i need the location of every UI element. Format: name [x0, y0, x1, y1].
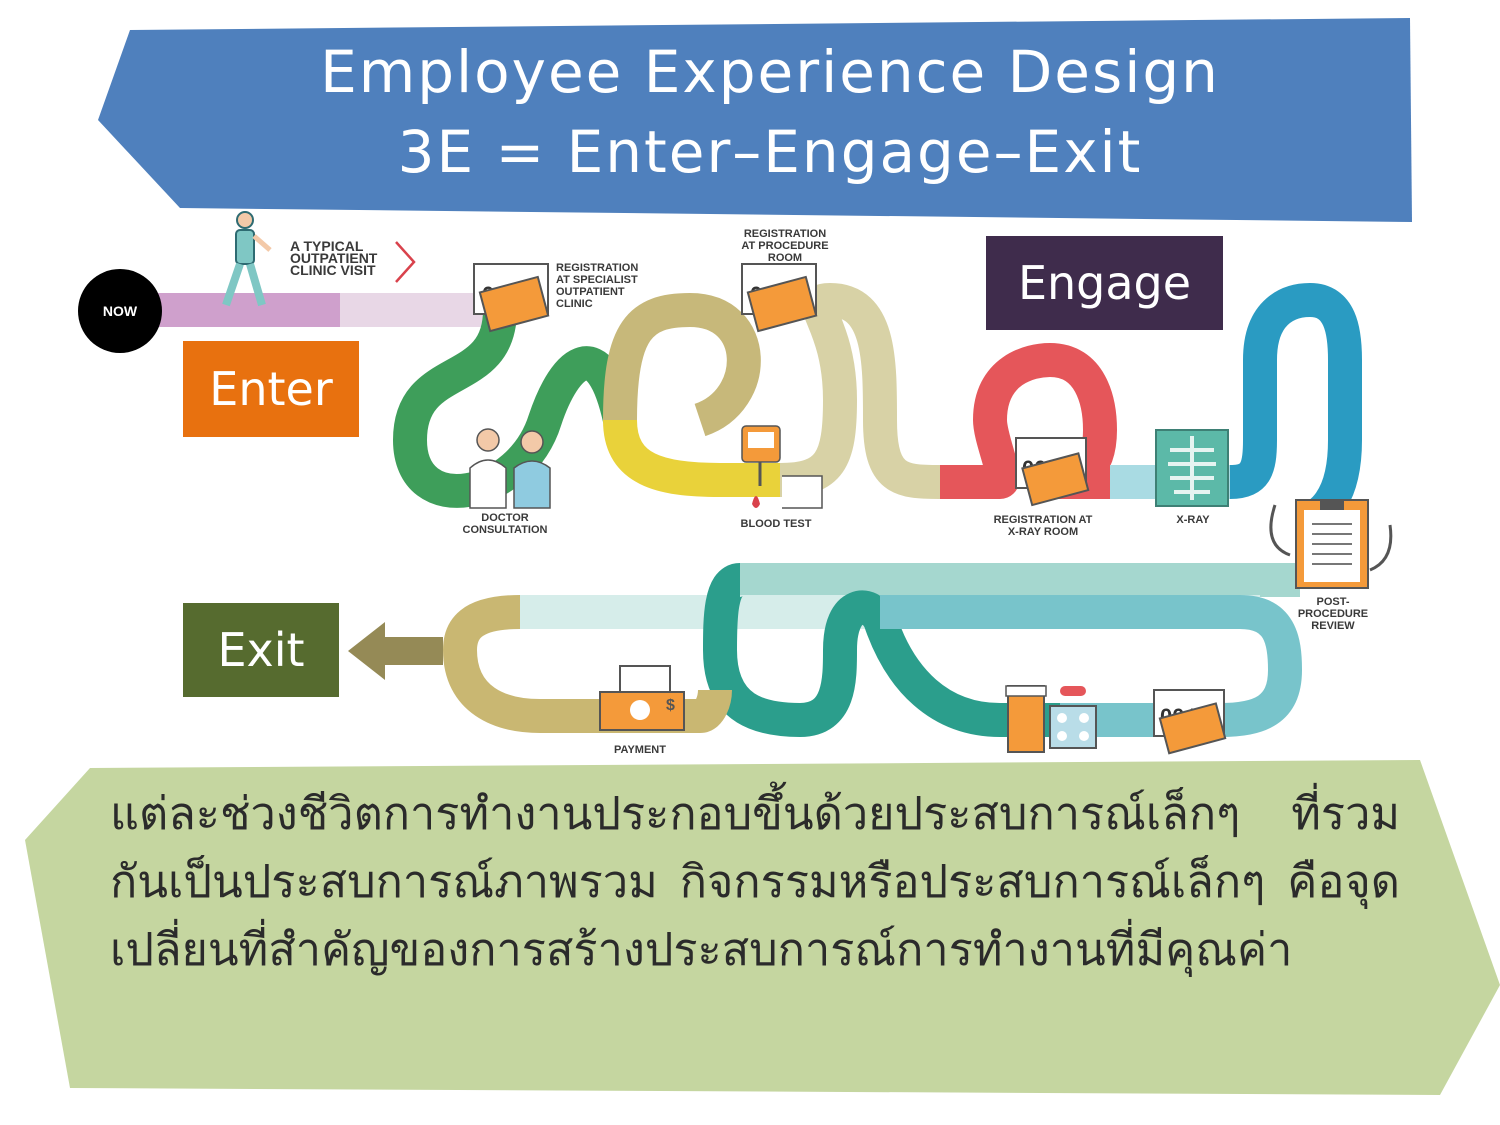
now-badge-text: NOW	[103, 303, 138, 319]
step-label-xray: X-RAY	[1176, 514, 1210, 526]
x-ray-icon	[1155, 429, 1229, 507]
step-label-post-procedure-review: POST- PROCEDURE REVIEW	[1297, 596, 1369, 632]
path-segment-green	[393, 308, 637, 508]
blood-test-icon	[741, 425, 823, 509]
payment-icon: $	[599, 665, 685, 731]
exit-arrow	[348, 622, 443, 680]
stage-engage: Engage	[986, 236, 1223, 330]
step-label-payment: PAYMENT	[614, 744, 666, 756]
journey-intro-label: A TYPICAL OUTPATIENT CLINIC VISIT	[290, 238, 378, 278]
clipboard-icon	[1295, 499, 1369, 589]
path-segment-teal-s	[703, 563, 1060, 737]
description-text: แต่ละช่วงชีวิตการทำงานประกอบขึ้นด้วยประส…	[110, 787, 1400, 976]
queue-ticket-icon: 002	[741, 263, 818, 333]
queue-ticket-icon: 003	[1015, 437, 1090, 507]
now-badge	[78, 269, 162, 353]
path-segment-tan-loop	[779, 283, 941, 499]
stage-enter: Enter	[183, 341, 359, 437]
title-line-1: Employee Experience Design	[320, 38, 1220, 106]
step-label-blood-test: BLOOD TEST	[740, 518, 812, 530]
queue-ticket-icon: 001	[473, 263, 550, 333]
path-segment-blue-loop	[1229, 283, 1362, 537]
step-label-doctor-consultation: DOCTOR CONSULTATION	[462, 512, 548, 536]
title-banner	[98, 18, 1412, 222]
path-segment-olive-loop	[603, 293, 761, 437]
path-segment-olive-exit	[443, 595, 732, 733]
step-label-registration-specialist: REGISTRATION AT SPECIALIST OUTPATIENT CL…	[556, 262, 639, 310]
title-line-2: 3E = Enter–Engage–Exit	[397, 118, 1143, 186]
queue-ticket-icon: 004	[1153, 689, 1227, 755]
description-banner	[25, 760, 1500, 1095]
step-label-registration-procedure: REGISTRATION AT PROCEDURE ROOM	[741, 228, 829, 264]
path-segment-red	[940, 343, 1117, 499]
walking-person-icon	[222, 211, 272, 307]
medicine-icon	[1005, 685, 1097, 753]
path-segment-return-right	[880, 595, 1302, 737]
stethoscope-icon	[1269, 504, 1393, 572]
doctor-icon	[469, 428, 551, 509]
path-segment-yellow	[603, 419, 780, 497]
chevron-right-icon	[395, 241, 416, 283]
svg-text:$: $	[666, 697, 675, 714]
stage-exit: Exit	[183, 603, 339, 697]
step-label-registration-xray: REGISTRATION AT X-RAY ROOM	[993, 514, 1093, 538]
